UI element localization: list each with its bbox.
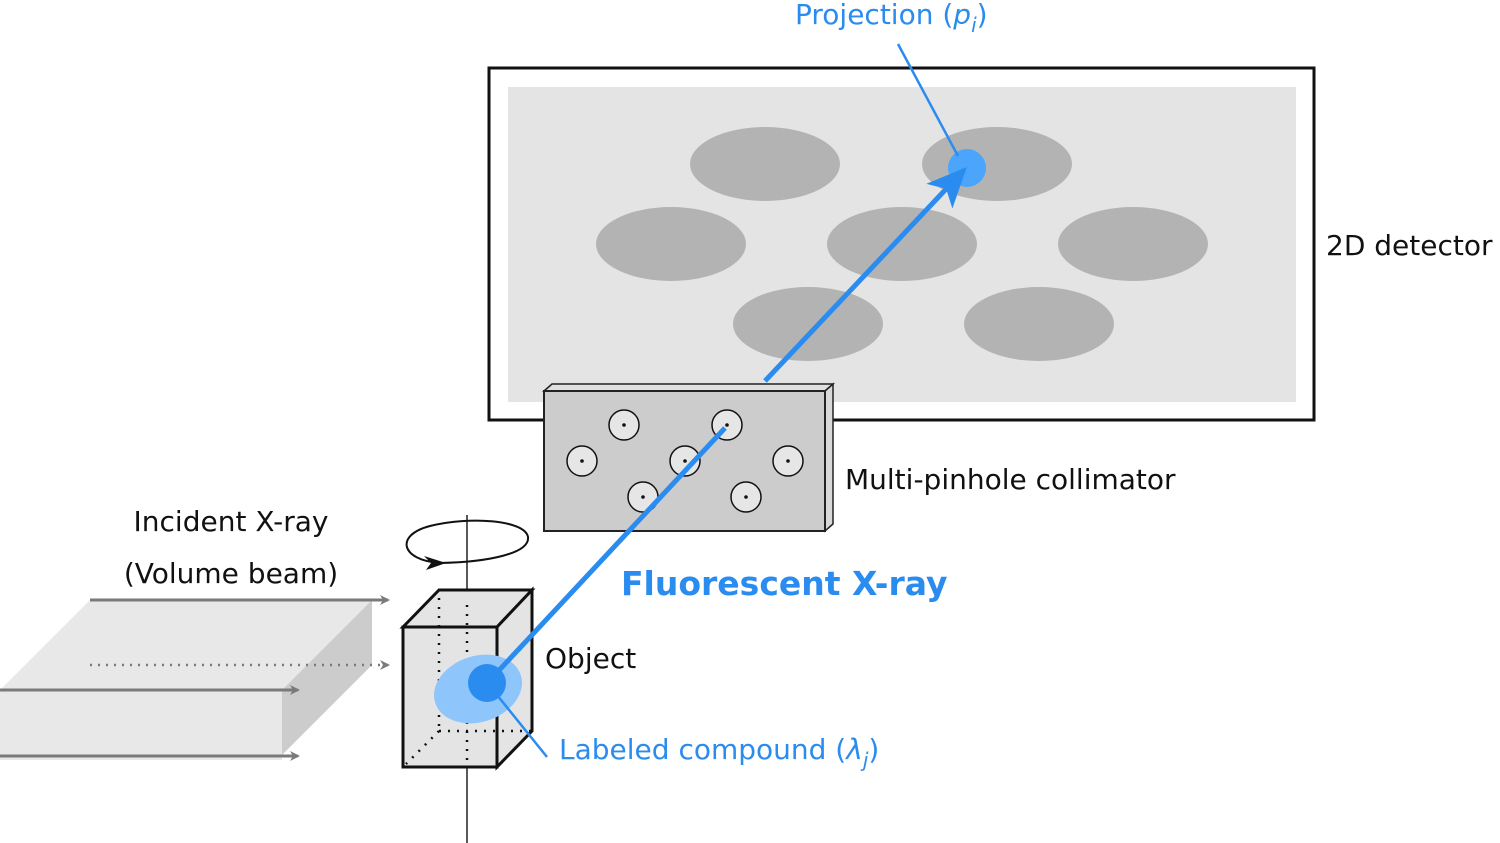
detector-spot — [964, 287, 1114, 361]
detector-spot — [690, 127, 840, 201]
collimator — [542, 382, 835, 533]
compound-pointer — [496, 694, 548, 758]
detector-spot — [827, 207, 977, 281]
detector-spot — [1058, 207, 1208, 281]
detector — [487, 66, 1316, 422]
fluorescent-label: Fluorescent X-ray — [621, 564, 948, 603]
rotation-arrow-icon — [405, 519, 529, 564]
projection-pointer — [896, 43, 960, 157]
object-cube — [399, 586, 536, 771]
detector-spot — [596, 207, 746, 281]
detector-spot — [733, 287, 883, 361]
compound-label: Labeled compound (λj) — [559, 733, 879, 772]
fluorescent-ray-upper — [763, 167, 967, 383]
projection-label: Projection (pi) — [795, 0, 988, 37]
incident-beam — [0, 595, 390, 761]
object-label: Object — [545, 642, 636, 675]
incident-label-line1: Incident X-ray — [134, 505, 329, 538]
incident-label-line2: (Volume beam) — [124, 557, 338, 590]
collimator-label: Multi-pinhole collimator — [845, 463, 1176, 496]
fluorescent-ray-lower — [488, 426, 727, 682]
detector-label: 2D detector — [1326, 229, 1493, 262]
